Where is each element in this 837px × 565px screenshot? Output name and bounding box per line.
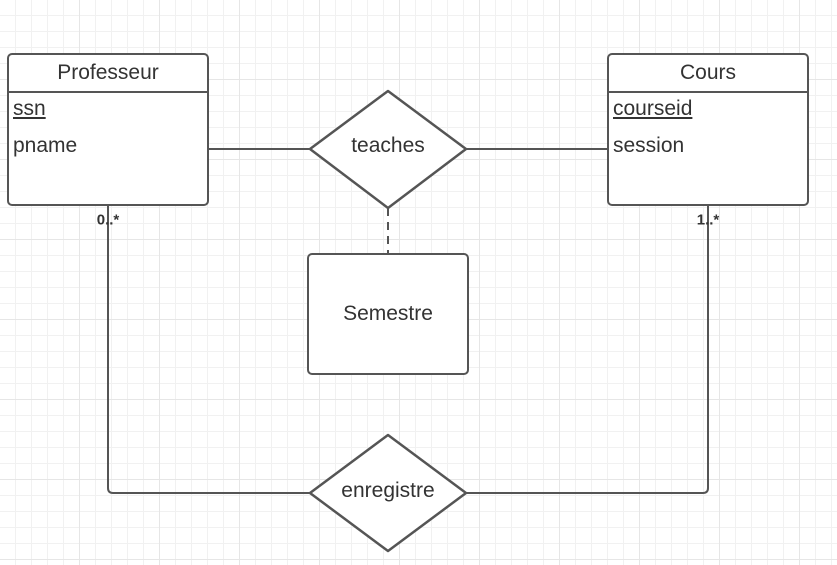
- relationship-enregistre-label: enregistre: [341, 479, 435, 502]
- cardinality-professeur-enregistre: 0..*: [96, 211, 120, 229]
- edge-cours-enregistre: [466, 206, 709, 494]
- cardinality-cours-enregistre: 1..*: [696, 211, 720, 229]
- relationship-enregistre-diamond: [308, 433, 468, 553]
- entity-semestre[interactable]: Semestre: [307, 253, 469, 375]
- edge-professeur-enregistre: [107, 206, 310, 494]
- entity-cours-key-attr: courseid: [613, 97, 693, 120]
- entity-professeur-attr-pname: pname: [13, 134, 78, 157]
- entity-professeur-key-attr: ssn: [13, 97, 46, 120]
- entity-cours-title: Cours: [609, 55, 807, 93]
- entity-cours-attr-session: session: [613, 134, 685, 157]
- relationship-teaches-label: teaches: [351, 134, 425, 157]
- entity-professeur[interactable]: Professeur ssn pname: [7, 53, 209, 206]
- relationship-teaches-diamond: [308, 89, 468, 210]
- entity-cours[interactable]: Cours courseid session: [607, 53, 809, 206]
- entity-semestre-title: Semestre: [343, 302, 433, 325]
- entity-professeur-title: Professeur: [9, 55, 207, 93]
